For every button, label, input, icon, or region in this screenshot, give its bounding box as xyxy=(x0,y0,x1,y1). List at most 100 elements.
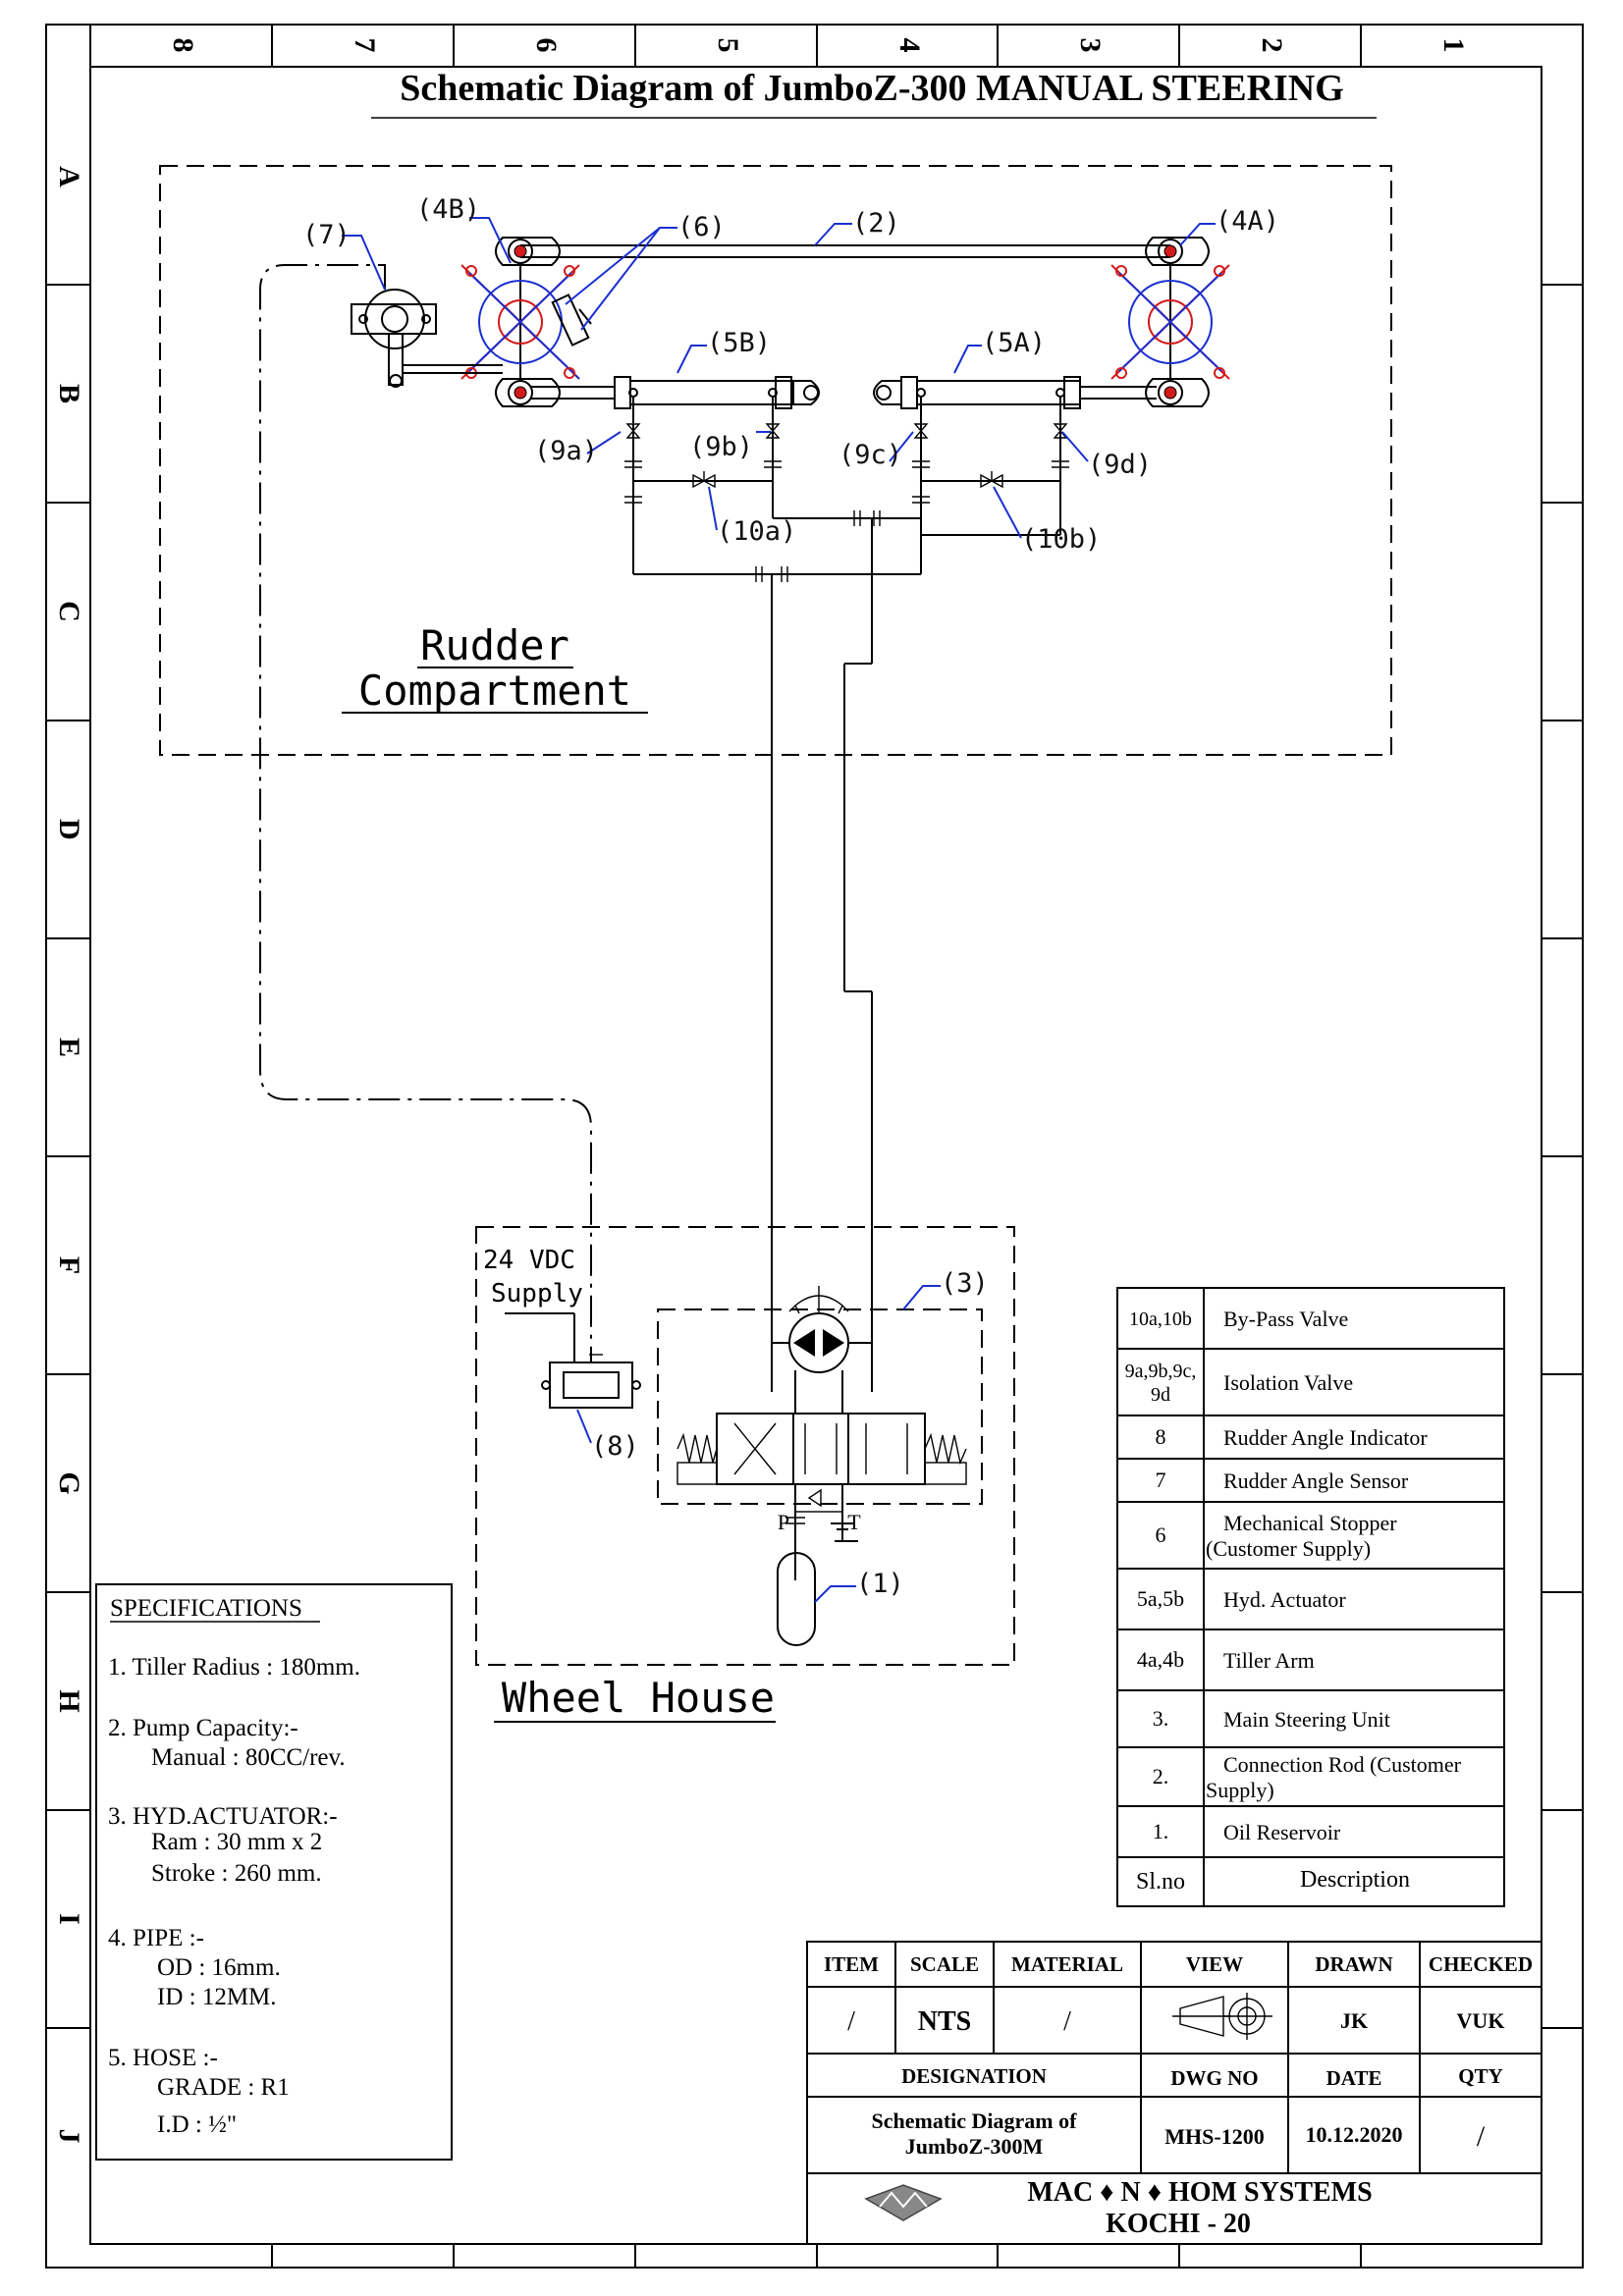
tb-value-date: 10.12.2020 xyxy=(1306,2122,1403,2147)
company-name-line2: KOCHI - 20 xyxy=(1106,2209,1251,2239)
rudder-compartment-boundary xyxy=(159,165,1392,756)
zone-letter: G xyxy=(53,1471,85,1494)
tb-designation-line2: JumboZ-300M xyxy=(905,2134,1044,2159)
zone-letter: C xyxy=(53,601,85,622)
zone-labels-left: A B C D E F G H I J xyxy=(53,166,85,2143)
tb-header-date: DATE xyxy=(1326,2066,1382,2090)
bom-header-desc: Description xyxy=(1300,1867,1410,1893)
callout-9c: (9c) xyxy=(839,440,902,470)
bom-row-description: By-Pass Valve xyxy=(1223,1307,1348,1331)
hydraulic-actuator-5b xyxy=(530,376,820,409)
tb-value-drawn: JK xyxy=(1340,2008,1368,2033)
room-label: Rudder xyxy=(420,621,569,669)
callout-4a: (4A) xyxy=(1216,206,1279,237)
bom-row-description: (Customer Supply) xyxy=(1206,1536,1371,1561)
projection-symbol-icon xyxy=(1172,1993,1272,2040)
spec-line: 2. Pump Capacity:- xyxy=(108,1715,298,1741)
callout-3: (3) xyxy=(941,1268,989,1299)
company-logo xyxy=(864,2184,943,2221)
callout-9d: (9d) xyxy=(1088,450,1152,480)
company-name-line1: MAC ♦ N ♦ HOM SYSTEMS xyxy=(1027,2177,1372,2208)
company-name: MAC ♦ N ♦ HOM SYSTEMS KOCHI - 20 xyxy=(1027,2177,1372,2239)
title-block-headers: ITEM SCALE MATERIAL VIEW DRAWN CHECKED D… xyxy=(824,1952,1533,2090)
bom-row-description: Tiller Arm xyxy=(1223,1648,1315,1673)
zone-letter: I xyxy=(53,1913,85,1925)
steering-unit-boundary xyxy=(657,1308,983,1505)
bom-row-description: Rudder Angle Indicator xyxy=(1223,1425,1428,1450)
port-t-label: T xyxy=(847,1510,861,1534)
zone-letter: H xyxy=(53,1689,85,1712)
tb-header-qty: QTY xyxy=(1458,2064,1503,2088)
tiller-arm-4a xyxy=(1110,237,1230,407)
callout-8: (8) xyxy=(591,1431,639,1462)
bom-row-number: 6 xyxy=(1156,1522,1166,1547)
callout-9a: (9a) xyxy=(534,436,598,466)
tb-value-dwg: MHS-1200 xyxy=(1164,2124,1264,2149)
tb-designation-line1: Schematic Diagram of xyxy=(872,2109,1078,2133)
bom-row-number: 4a,4b xyxy=(1137,1647,1184,1672)
zone-number: 7 xyxy=(349,38,381,53)
callout-leaders xyxy=(342,217,1216,1603)
room-label: Compartment xyxy=(358,667,631,715)
zone-number: 4 xyxy=(893,38,926,53)
tiller-arm-4b xyxy=(460,237,580,407)
title-block xyxy=(806,1941,1542,2245)
specifications-list: 1. Tiller Radius : 180mm. 2. Pump Capaci… xyxy=(108,1654,360,2138)
port-p-label: P xyxy=(778,1510,789,1534)
callout-4b: (4B) xyxy=(416,194,480,225)
connection-rod xyxy=(520,244,1170,258)
wheel-house-label: Wheel House xyxy=(502,1674,775,1722)
bom-row-description: Supply) xyxy=(1206,1778,1274,1802)
callout-1: (1) xyxy=(856,1569,904,1599)
tb-value-qty: / xyxy=(1477,2120,1486,2153)
power-supply-label: 24 VDC Supply xyxy=(483,1246,583,1308)
bom-row-number: 5a,5b xyxy=(1137,1586,1184,1611)
callouts: (7) (4B) (6) (2) (4A) (5B) (5A) (9a) (9b… xyxy=(302,194,1279,1599)
spec-line: 3. HYD.ACTUATOR:- xyxy=(108,1803,338,1830)
zone-number: 2 xyxy=(1256,38,1288,53)
parts-list-header: Sl.no Description xyxy=(1136,1867,1410,1895)
callout-7: (7) xyxy=(302,220,351,250)
oil-reservoir xyxy=(777,1552,816,1646)
tb-header-drawn: DRAWN xyxy=(1315,1952,1392,1976)
callout-9b: (9b) xyxy=(689,432,753,462)
zone-number: 5 xyxy=(712,38,744,53)
zone-letter: F xyxy=(53,1256,85,1274)
spec-line: Stroke : 260 mm. xyxy=(151,1860,322,1887)
hydraulic-actuator-5a xyxy=(873,376,1157,409)
tb-header-dwg: DWG NO xyxy=(1170,2066,1258,2090)
bom-row-description: Rudder Angle Sensor xyxy=(1223,1468,1409,1493)
specifications-box xyxy=(95,1583,453,2161)
zone-number: 8 xyxy=(167,38,199,53)
zone-letter: D xyxy=(53,819,85,840)
bom-row-description: Connection Rod (Customer xyxy=(1223,1752,1462,1777)
bom-row-description: Main Steering Unit xyxy=(1223,1707,1390,1732)
supply-label: Supply xyxy=(491,1279,583,1308)
title-block-values: / NTS / JK VUK Schematic Diagram of Jumb… xyxy=(847,2006,1504,2159)
mechanical-stopper xyxy=(551,294,592,347)
parts-list xyxy=(1116,1287,1505,1907)
bom-header-no: Sl.no xyxy=(1136,1869,1185,1895)
rudder-angle-sensor xyxy=(351,289,503,388)
spec-line: 4. PIPE :- xyxy=(108,1925,204,1951)
tb-value-checked: VUK xyxy=(1457,2008,1505,2033)
sensor-cable xyxy=(259,264,592,1362)
bom-row-description: Mechanical Stopper xyxy=(1223,1511,1397,1535)
callout-10a: (10a) xyxy=(717,516,796,547)
callout-6: (6) xyxy=(677,212,726,242)
supply-label: 24 VDC xyxy=(483,1246,575,1275)
bom-row-number: 3. xyxy=(1153,1706,1169,1731)
rudder-angle-indicator xyxy=(505,1312,641,1409)
callout-5b: (5B) xyxy=(707,328,771,358)
zone-letter: J xyxy=(53,2129,85,2144)
spec-line: I.D : ½" xyxy=(157,2111,237,2138)
bypass-valves xyxy=(692,471,1003,489)
spec-line: Ram : 30 mm x 2 xyxy=(151,1829,322,1855)
zone-labels-top: 8 7 6 5 4 3 2 1 xyxy=(167,38,1470,53)
tb-value-item: / xyxy=(847,2006,855,2037)
callout-10b: (10b) xyxy=(1021,524,1101,555)
bom-row-number: 2. xyxy=(1153,1764,1169,1789)
zone-number: 6 xyxy=(530,38,563,53)
tb-header-designation: DESIGNATION xyxy=(901,2064,1047,2088)
